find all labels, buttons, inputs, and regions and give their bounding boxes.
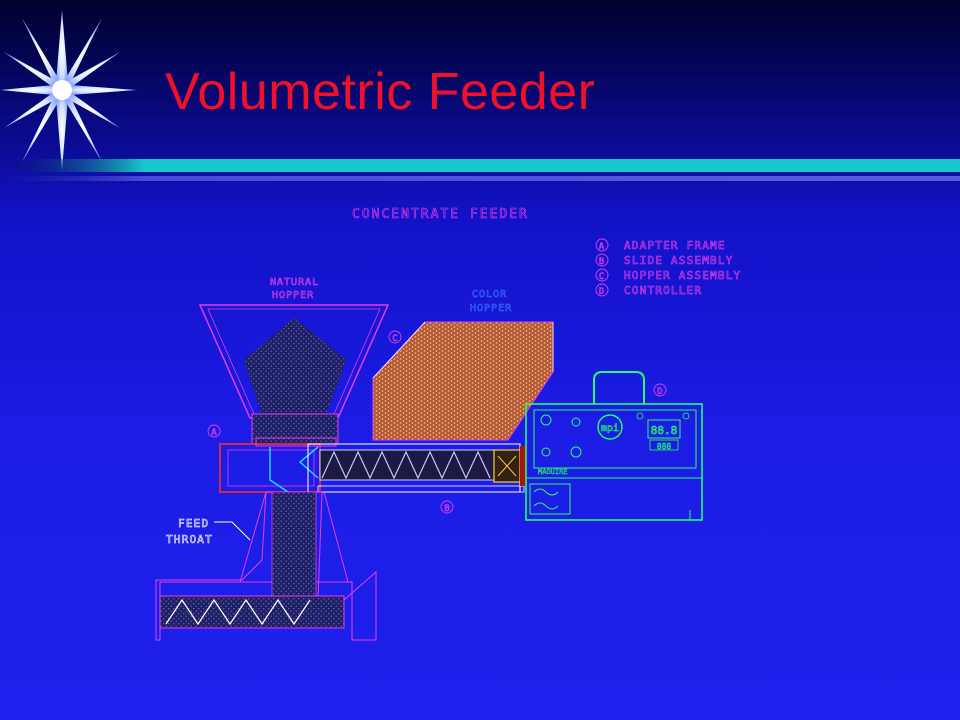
concentrate-feeder-diagram: CONCENTRATE FEEDER A ADAPTER FRAME B SLI… xyxy=(155,207,741,641)
callout-d: D xyxy=(657,387,662,397)
adapter-frame xyxy=(219,437,337,493)
legend: A ADAPTER FRAME B SLIDE ASSEMBLY C HOPPE… xyxy=(595,238,741,297)
natural-hopper-label: HOPPER xyxy=(272,290,314,301)
legend-item: C HOPPER ASSEMBLY xyxy=(595,268,741,282)
legend-key: C xyxy=(599,272,606,282)
callout-b: B xyxy=(444,504,449,514)
diagram-heading: CONCENTRATE FEEDER xyxy=(352,207,529,222)
controller-display: 88.8 xyxy=(651,424,678,437)
legend-key: B xyxy=(599,257,606,267)
color-hopper xyxy=(372,321,554,441)
color-hopper-label: HOPPER xyxy=(470,303,512,314)
legend-label: SLIDE ASSEMBLY xyxy=(624,254,734,267)
legend-label: HOPPER ASSEMBLY xyxy=(624,269,741,282)
controller-counter: 888 xyxy=(657,442,672,451)
extruder-barrel xyxy=(159,595,345,629)
legend-label: ADAPTER FRAME xyxy=(624,239,726,252)
color-hopper-label: COLOR xyxy=(472,289,507,300)
feed-throat-label: FEED xyxy=(178,517,209,530)
feed-throat-callout: FEED THROAT xyxy=(166,517,251,546)
legend-key: D xyxy=(599,287,606,297)
controller-brand: MAGUIRE xyxy=(538,468,568,476)
legend-label: CONTROLLER xyxy=(624,284,702,297)
natural-hopper xyxy=(198,304,390,445)
legend-key: A xyxy=(599,242,606,252)
title-divider xyxy=(0,159,960,181)
natural-hopper-label: NATURAL xyxy=(270,277,319,288)
feed-throat xyxy=(155,491,377,641)
slide-title: Volumetric Feeder xyxy=(165,63,596,121)
controller: mpi 88.8 888 MAGUIRE xyxy=(525,371,703,521)
controller-logo: mpi xyxy=(601,423,619,434)
slide-assembly xyxy=(307,443,526,493)
callout-c: C xyxy=(392,334,397,344)
legend-item: D CONTROLLER xyxy=(595,283,702,297)
starburst-icon xyxy=(0,10,137,170)
feed-throat-label: THROAT xyxy=(166,533,213,546)
legend-item: B SLIDE ASSEMBLY xyxy=(595,253,734,267)
legend-item: A ADAPTER FRAME xyxy=(595,238,726,252)
callout-a: A xyxy=(211,428,217,438)
